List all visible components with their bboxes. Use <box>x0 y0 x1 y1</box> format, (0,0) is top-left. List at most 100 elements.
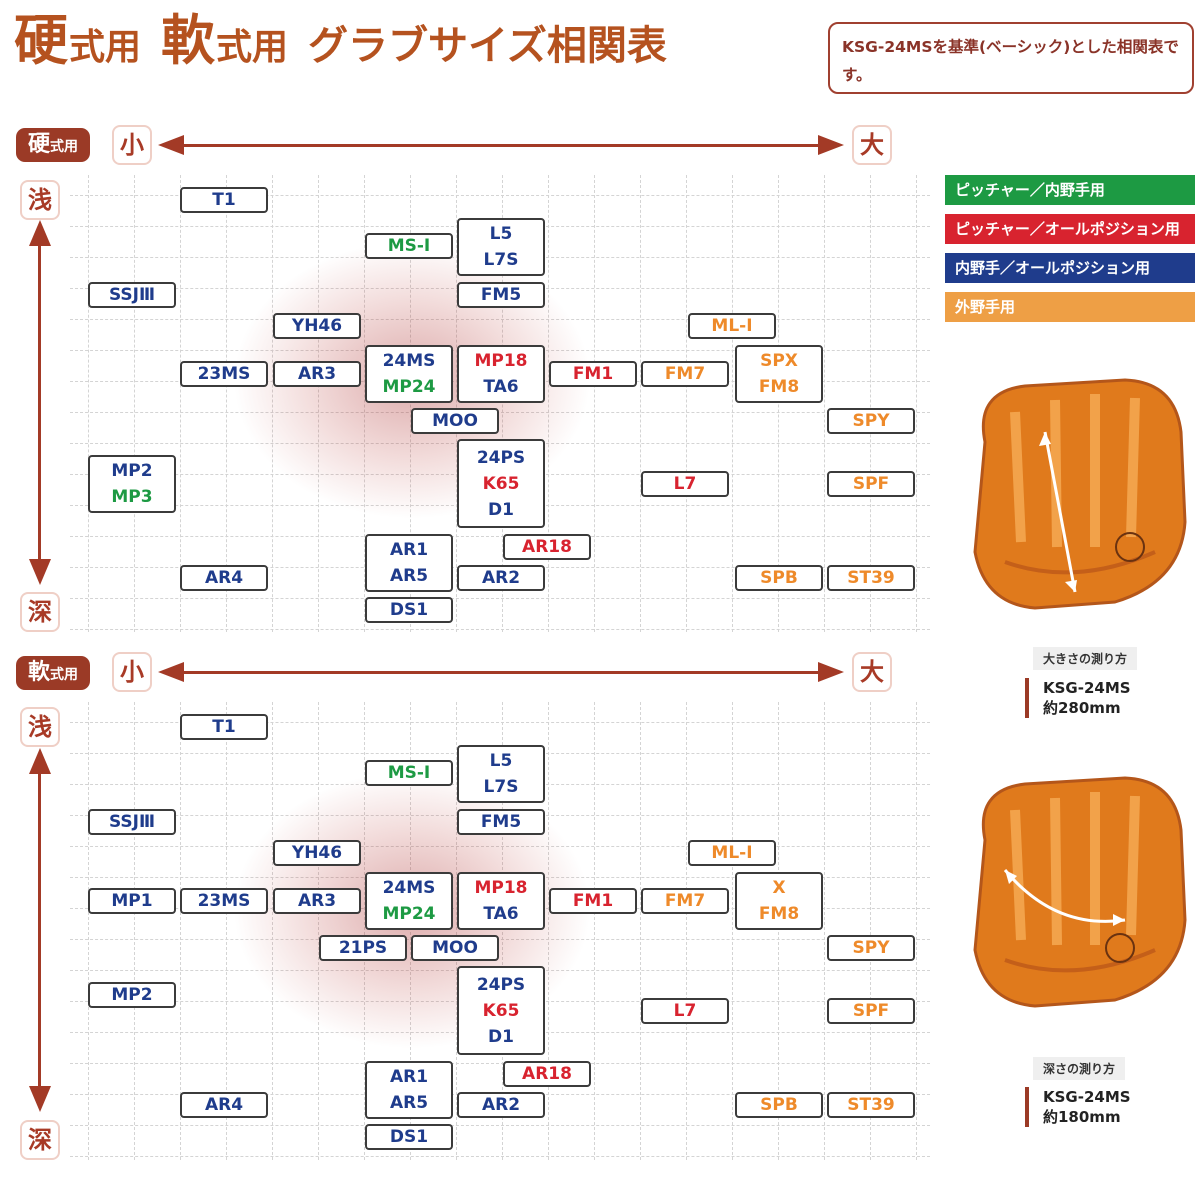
axis-label-large: 大 <box>852 125 892 165</box>
model-name: SPB <box>760 1095 798 1115</box>
model-name: AR18 <box>522 1064 572 1084</box>
arrow-down-icon <box>29 1086 51 1112</box>
model-name: MP24 <box>382 904 436 924</box>
model-name: YH46 <box>291 843 343 863</box>
model-name: MOO <box>432 938 478 958</box>
grid-line <box>456 175 457 632</box>
model-name: FM1 <box>572 891 614 911</box>
grid-line <box>594 702 595 1160</box>
grid-line <box>732 175 733 632</box>
axis-label-small: 小 <box>112 125 152 165</box>
model-name: X <box>772 878 786 898</box>
size-measure-value: KSG-24MS 約280mm <box>1025 678 1131 718</box>
model-name: AR5 <box>389 1093 429 1113</box>
model-box: SSJⅢ <box>88 809 176 835</box>
model-name: 23MS <box>197 891 251 911</box>
grid-line <box>70 536 930 537</box>
grid-line <box>916 175 917 632</box>
model-box: 23MS <box>180 361 268 387</box>
grid-line <box>640 175 641 632</box>
model-box: AR4 <box>180 1092 268 1118</box>
grid-line <box>226 702 227 1160</box>
model-box: 21PS <box>319 935 407 961</box>
model-name: AR3 <box>297 891 337 911</box>
model-name: FM7 <box>664 364 706 384</box>
model-box: FM5 <box>457 809 545 835</box>
model-name: MOO <box>432 411 478 431</box>
model-name: L5 <box>489 224 513 244</box>
model-name: ML-I <box>711 316 753 336</box>
axis-label-large: 大 <box>852 652 892 692</box>
grid-line <box>134 702 135 1160</box>
model-name: 23MS <box>197 364 251 384</box>
model-name: DS1 <box>389 600 429 620</box>
axis-label-deep: 深 <box>20 592 60 632</box>
depth-axis-line <box>38 240 41 565</box>
arrow-left-icon <box>158 662 184 682</box>
arrow-right-icon <box>818 662 844 682</box>
model-box: SPF <box>827 998 915 1024</box>
grid-line <box>410 702 411 1160</box>
model-box: MOO <box>411 935 499 961</box>
grid-line <box>410 175 411 632</box>
model-name: D1 <box>488 1026 514 1047</box>
arrow-up-icon <box>29 220 51 246</box>
grid-line <box>272 702 273 1160</box>
model-name: FM8 <box>758 377 800 397</box>
model-box: MP1 <box>88 888 176 914</box>
model-name: L7 <box>673 474 697 494</box>
arrow-left-icon <box>158 135 184 155</box>
grid-line <box>134 175 135 632</box>
model-name: SSJⅢ <box>108 812 156 832</box>
grid-line <box>778 175 779 632</box>
model-box: T1 <box>180 714 268 740</box>
model-box: YH46 <box>273 313 361 339</box>
model-name: SPB <box>760 568 798 588</box>
axis-label-small: 小 <box>112 652 152 692</box>
grid-line <box>70 319 930 320</box>
axis-label-shallow: 浅 <box>20 707 60 747</box>
glove-size-image <box>945 372 1200 616</box>
grid-line <box>870 702 871 1160</box>
model-name: ML-I <box>711 843 753 863</box>
model-name: AR2 <box>481 1095 521 1115</box>
depth-measure-value: KSG-24MS 約180mm <box>1025 1087 1131 1127</box>
model-name: FM1 <box>572 364 614 384</box>
model-box: FM1 <box>549 888 637 914</box>
grid-line <box>70 598 930 599</box>
model-name: SPF <box>852 474 890 494</box>
model-name: ST39 <box>847 568 895 588</box>
model-name: L5 <box>489 751 513 771</box>
model-name: 24MS <box>382 351 436 371</box>
model-name: MS-I <box>387 236 431 256</box>
model-name: TA6 <box>483 377 519 397</box>
page-title: 硬式用軟式用グラブサイズ相関表 <box>14 9 667 72</box>
grid-line <box>732 702 733 1160</box>
arrow-up-icon <box>29 748 51 774</box>
axis-label-shallow: 浅 <box>20 180 60 220</box>
grid-line <box>180 175 181 632</box>
size-axis-line <box>180 671 820 674</box>
model-name: K65 <box>482 473 520 494</box>
model-name: 24MS <box>382 878 436 898</box>
model-box: T1 <box>180 187 268 213</box>
model-box: MP2 <box>88 982 176 1008</box>
model-box: FM5 <box>457 282 545 308</box>
legend-item: ピッチャー／内野手用 <box>945 175 1195 205</box>
grid-line <box>70 629 930 630</box>
model-name: MS-I <box>387 763 431 783</box>
legend-item: 外野手用 <box>945 292 1195 322</box>
grid-line <box>870 175 871 632</box>
grid-line <box>824 702 825 1160</box>
grid-line <box>88 175 89 632</box>
grid-line <box>70 195 930 196</box>
model-name: AR4 <box>204 568 244 588</box>
grid-line <box>226 175 227 632</box>
